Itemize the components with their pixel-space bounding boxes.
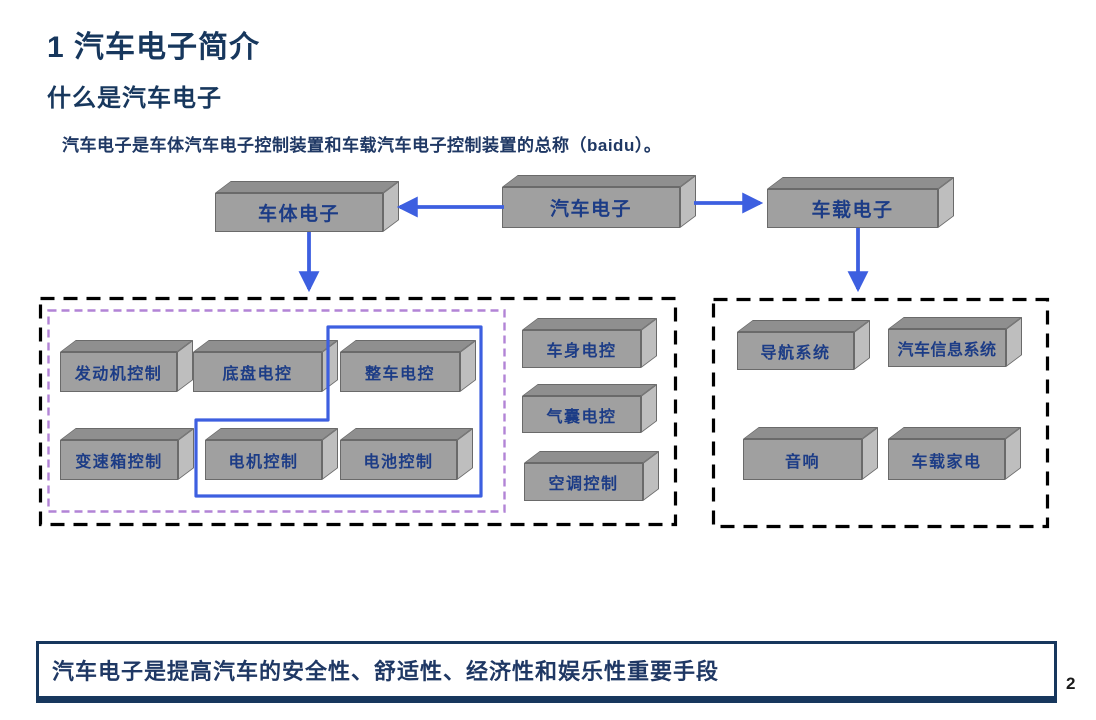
node-label: 音响: [743, 439, 862, 480]
cube-top-face: [737, 320, 870, 332]
cube-top-face: [522, 384, 657, 396]
slide-title: 1 汽车电子简介: [47, 31, 261, 64]
node-audio: 音响: [743, 426, 878, 480]
node-chassis-control: 底盘电控: [193, 339, 338, 392]
node-vehicle-control: 整车电控: [340, 339, 476, 392]
node-info-system: 汽车信息系统: [888, 316, 1022, 367]
cube-top-face: [767, 177, 954, 189]
footer-statement: 汽车电子是提高汽车的安全性、舒适性、经济性和娱乐性重要手段: [52, 659, 720, 684]
cube-top-face: [215, 181, 399, 193]
footer-statement-box: 汽车电子是提高汽车的安全性、舒适性、经济性和娱乐性重要手段: [36, 641, 1057, 703]
cube-top-face: [60, 340, 193, 352]
node-motor-control: 电机控制: [205, 427, 338, 480]
cube-top-face: [743, 427, 878, 439]
node-navigation-system: 导航系统: [737, 319, 870, 370]
cube-top-face: [522, 318, 657, 330]
page-number: 2: [1066, 674, 1076, 693]
cube-top-face: [60, 428, 194, 440]
node-body-electronics: 车体电子: [215, 180, 399, 232]
node-automotive-electronics: 汽车电子: [502, 174, 696, 228]
node-battery-control: 电池控制: [340, 427, 473, 480]
node-onboard-electronics: 车载电子: [767, 176, 954, 228]
node-label: 汽车信息系统: [888, 329, 1006, 367]
node-label: 电池控制: [340, 440, 457, 480]
node-label: 车身电控: [522, 330, 641, 368]
node-label: 车载家电: [888, 439, 1005, 480]
cube-top-face: [205, 428, 338, 440]
node-engine-control: 发动机控制: [60, 339, 193, 392]
slide-subtitle: 什么是汽车电子: [47, 85, 222, 112]
cube-top-face: [340, 428, 473, 440]
node-label: 气囊电控: [522, 396, 641, 433]
node-label: 车载电子: [767, 189, 938, 228]
cube-top-face: [193, 340, 338, 352]
node-onboard-appliances: 车载家电: [888, 426, 1021, 480]
node-label: 空调控制: [524, 463, 643, 501]
node-label: 车体电子: [215, 193, 383, 232]
cube-top-face: [888, 427, 1021, 439]
node-ac-control: 空调控制: [524, 450, 659, 501]
node-label: 发动机控制: [60, 352, 177, 392]
node-label: 整车电控: [340, 352, 460, 392]
cube-top-face: [524, 451, 659, 463]
intro-text: 汽车电子是车体汽车电子控制装置和车载汽车电子控制装置的总称（baidu）。: [62, 136, 662, 155]
node-body-ecu: 车身电控: [522, 317, 657, 368]
cube-top-face: [502, 175, 696, 187]
node-airbag-ecu: 气囊电控: [522, 383, 657, 433]
node-label: 导航系统: [737, 332, 854, 370]
node-gearbox-control: 变速箱控制: [60, 427, 194, 480]
node-label: 电机控制: [205, 440, 322, 480]
cube-top-face: [888, 317, 1022, 329]
node-label: 变速箱控制: [60, 440, 178, 480]
node-label: 汽车电子: [502, 187, 680, 228]
cube-top-face: [340, 340, 476, 352]
node-label: 底盘电控: [193, 352, 322, 392]
